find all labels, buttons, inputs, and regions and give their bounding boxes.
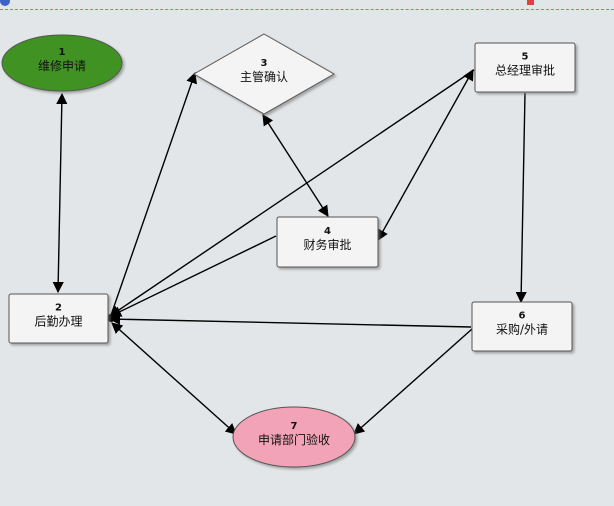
edge-1-to-2[interactable] [52,92,68,294]
edge-5-to-2[interactable] [109,69,475,317]
close-icon[interactable] [527,0,534,5]
node-5-shape[interactable] [474,42,576,93]
node-2-label: 后勤办理 [34,314,82,329]
node-3-label: 主管确认 [240,69,288,84]
node-6-number: 6 [519,311,526,322]
edge-6-to-7[interactable] [353,328,473,435]
node-7-number: 7 [291,421,298,432]
node-4-shape[interactable] [276,216,379,268]
node-5-number: 5 [522,52,529,63]
node-1-label: 维修申请 [38,58,86,73]
node-5-label: 总经理审批 [495,63,555,78]
toolbar-corner-icon[interactable] [0,0,10,6]
edge-5-to-4[interactable] [377,69,474,241]
node-6-shape[interactable] [471,301,573,352]
edge-4-to-2[interactable] [109,235,277,317]
node-6-label: 采购/外请 [496,322,548,337]
node-6[interactable]: 6采购/外请 [471,301,573,352]
edge-2-to-7[interactable] [111,322,237,435]
node-7-shape[interactable] [232,406,356,468]
node-4-number: 4 [324,226,331,237]
node-1-shape[interactable] [1,34,123,92]
node-4-label: 财务审批 [303,237,351,252]
edge-2-to-3[interactable] [109,71,197,319]
edge-6-to-2[interactable] [108,313,472,328]
node-3-shape[interactable] [192,33,336,115]
node-2-number: 2 [55,303,62,314]
node-1-number: 1 [59,47,66,58]
edge-5-to-6[interactable] [515,92,527,304]
top-dashed-line [0,9,614,10]
node-7-label: 申请部门验收 [258,432,330,447]
node-2-shape[interactable] [8,293,109,344]
junction-dot [107,314,115,322]
node-3-number: 3 [261,58,268,69]
edges-layer [52,69,527,435]
edge-3-to-4[interactable] [262,114,329,217]
